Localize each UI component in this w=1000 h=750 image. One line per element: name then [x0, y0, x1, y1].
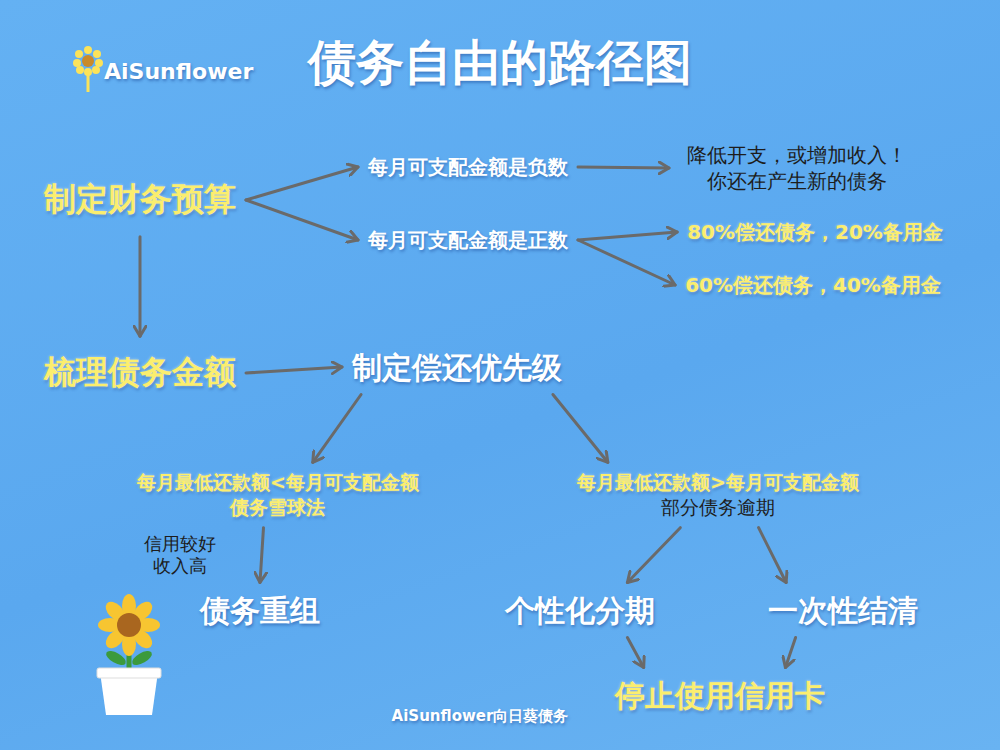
- flow-node: 每月可支配金额是负数: [364, 152, 572, 182]
- node-text: 降低开支，或增加收入！ 你还在产生新的债务: [679, 142, 915, 194]
- node-text: 80%偿还债务，20%备用金: [687, 219, 943, 245]
- flow-arrow: [246, 167, 358, 200]
- flow-arrow: [759, 528, 787, 583]
- logo-icon: [73, 46, 103, 92]
- flow-arrow: [578, 240, 675, 285]
- flow-node: 一次性结清: [764, 589, 922, 632]
- node-text: 每月可支配金额是正数: [368, 227, 568, 253]
- node-text: 个性化分期: [505, 591, 655, 630]
- flow-arrow: [578, 167, 669, 168]
- watermark: AiSunflower向日葵债务: [392, 707, 569, 727]
- edge-label: 信用较好 收入高: [140, 533, 220, 578]
- flow-arrow: [260, 528, 263, 583]
- node-text: 债务雪球法: [137, 495, 419, 520]
- flow-arrow: [139, 237, 142, 336]
- flow-node: 60%偿还债务，40%备用金: [681, 270, 945, 300]
- node-text: 每月最低还款额>每月可支配金额: [577, 470, 859, 495]
- node-text: 制定偿还优先级: [352, 348, 562, 387]
- flow-node: 每月最低还款额<每月可支配金额债务雪球法: [133, 468, 423, 521]
- node-text: 梳理债务金额: [44, 352, 236, 394]
- flow-node: 制定偿还优先级: [348, 346, 566, 389]
- flow-node: 制定财务预算: [40, 177, 240, 223]
- node-text: 停止使用信用卡: [615, 676, 825, 715]
- node-text: 部分债务逾期: [577, 495, 859, 520]
- diagram-title: 债务自由的路径图: [308, 31, 692, 93]
- sunflower-pot: [97, 594, 161, 715]
- flow-arrow: [553, 395, 608, 463]
- flow-arrow: [246, 367, 342, 373]
- flow-arrow: [627, 528, 680, 583]
- node-text: 制定财务预算: [44, 179, 236, 221]
- flow-node: 债务重组: [196, 589, 324, 632]
- flow-arrow: [246, 200, 358, 240]
- flow-node: 个性化分期: [501, 589, 659, 632]
- flow-arrow: [313, 395, 361, 463]
- flow-node: 每月最低还款额>每月可支配金额部分债务逾期: [573, 468, 863, 521]
- node-text: 60%偿还债务，40%备用金: [685, 272, 941, 298]
- logo-text: AiSunflower: [104, 58, 253, 87]
- flow-node: 梳理债务金额: [40, 350, 240, 396]
- flow-node: 停止使用信用卡: [611, 674, 829, 717]
- node-text: 一次性结清: [768, 591, 918, 630]
- node-text: 每月最低还款额<每月可支配金额: [137, 470, 419, 495]
- flow-arrow: [785, 638, 795, 668]
- flow-node: 每月可支配金额是正数: [364, 225, 572, 255]
- node-text: 每月可支配金额是负数: [368, 154, 568, 180]
- node-text: 债务重组: [200, 591, 320, 630]
- flow-node: 80%偿还债务，20%备用金: [683, 217, 947, 247]
- flow-arrow: [627, 638, 643, 668]
- flow-node: 降低开支，或增加收入！ 你还在产生新的债务: [675, 140, 919, 196]
- flow-arrow: [578, 232, 677, 240]
